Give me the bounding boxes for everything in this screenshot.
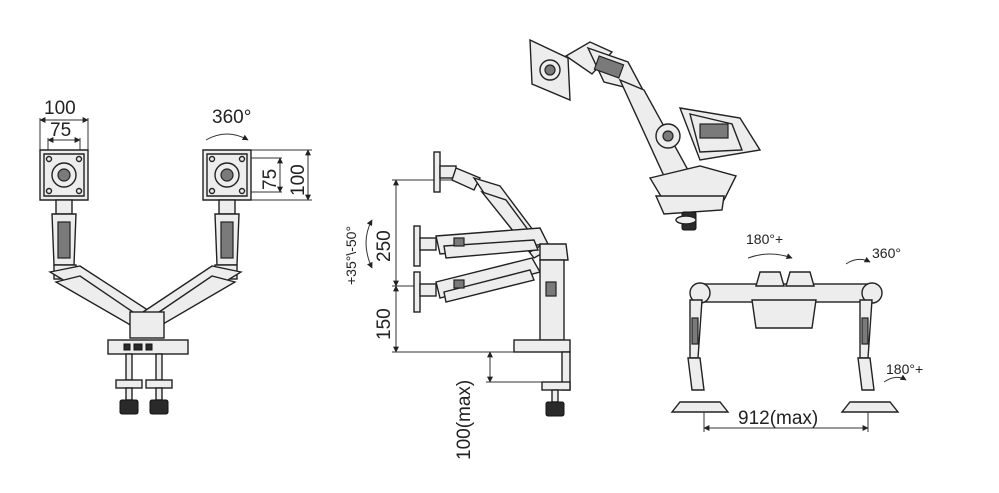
perspective-upper-arm xyxy=(564,41,690,177)
perspective-lower-arm xyxy=(678,107,762,161)
side-view: 250 150 +35°\-50° xyxy=(343,151,571,460)
arm-position-middle xyxy=(413,225,550,267)
front-height-dimensions: 75 100 xyxy=(251,149,312,201)
width-outer-label: 100 xyxy=(44,98,76,119)
arm-position-lower xyxy=(413,257,542,313)
lower-height-label: 150 xyxy=(374,308,395,340)
top-view: 180°+ 360° 180°+ xyxy=(670,231,923,432)
desk-clamp-base xyxy=(107,339,189,415)
top-right-arm xyxy=(840,299,900,413)
tilt-label: +35°\-50° xyxy=(343,226,359,285)
clamp-max-label: 100(max) xyxy=(454,380,475,460)
span-dimension: 912(max) xyxy=(703,408,869,432)
vertical-travel-label: 250 xyxy=(374,230,395,262)
clamp-dimension: 100(max) xyxy=(454,351,542,460)
height-inner-label: 75 xyxy=(260,169,281,190)
swivel-top-indicator: 180°+ xyxy=(746,231,793,259)
height-outer-label: 100 xyxy=(288,164,309,196)
tilt-indicator: +35°\-50° xyxy=(343,219,373,285)
top-crossbar xyxy=(689,271,883,329)
width-inner-label: 75 xyxy=(50,120,71,141)
perspective-base xyxy=(648,165,738,231)
rotation-top-label: 360° xyxy=(872,245,901,261)
swivel-side-label: 180°+ xyxy=(886,361,923,377)
side-clamp xyxy=(541,351,571,417)
dual-diagonal-arms xyxy=(48,265,243,339)
side-height-dimensions: 250 150 xyxy=(374,179,520,353)
perspective-vesa-plate xyxy=(529,38,571,102)
front-view: 100 75 xyxy=(39,98,312,415)
front-width-dimensions: 100 75 xyxy=(39,98,89,150)
right-vesa-plate xyxy=(202,149,252,201)
rotation-indicator: 360° xyxy=(205,107,251,141)
perspective-view xyxy=(529,38,762,231)
top-left-arm xyxy=(670,299,730,413)
swivel-top-label: 180°+ xyxy=(746,231,783,247)
left-vesa-plate xyxy=(39,149,89,201)
rotation-label: 360° xyxy=(212,107,251,128)
span-max-label: 912(max) xyxy=(738,408,818,429)
rotation-top-indicator: 360° xyxy=(845,245,901,265)
swivel-side-indicator: 180°+ xyxy=(883,361,923,383)
left-upright-arm xyxy=(51,199,77,280)
side-pole xyxy=(513,243,571,353)
